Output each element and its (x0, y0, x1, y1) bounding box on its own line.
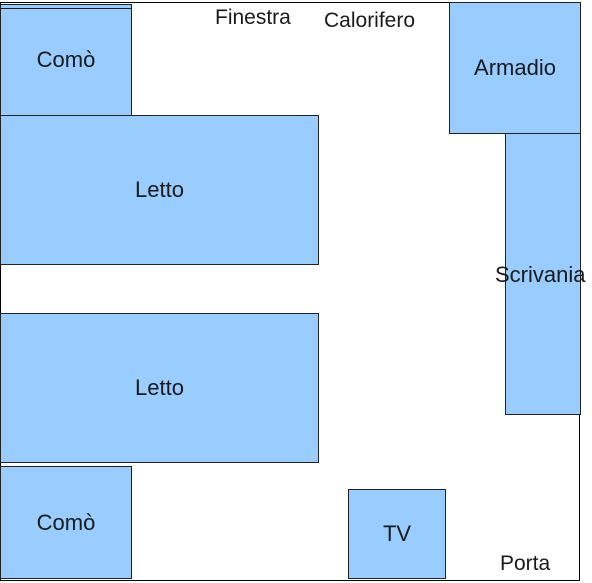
door-label: Porta (500, 552, 551, 575)
bed-1: Letto (0, 115, 319, 265)
bed-2: Letto (0, 313, 319, 463)
wardrobe-label: Armadio (474, 55, 556, 80)
desk-label: Scrivania (495, 262, 586, 287)
wardrobe: Armadio (449, 2, 581, 134)
tv-label: TV (382, 521, 412, 546)
bed-2-label: Letto (135, 375, 184, 400)
bed-1-label: Letto (135, 177, 184, 202)
desk (505, 133, 581, 415)
dresser-top: Comò (0, 4, 132, 116)
dresser-top-label: Comò (36, 47, 96, 72)
dresser-bottom-label: Comò (36, 509, 96, 535)
tv: TV (348, 489, 446, 579)
window-label: Finestra (215, 6, 291, 29)
dresser-top-edge (1, 8, 131, 9)
radiator-label: Calorifero (324, 9, 416, 32)
dresser-bottom: Comò (0, 466, 132, 579)
